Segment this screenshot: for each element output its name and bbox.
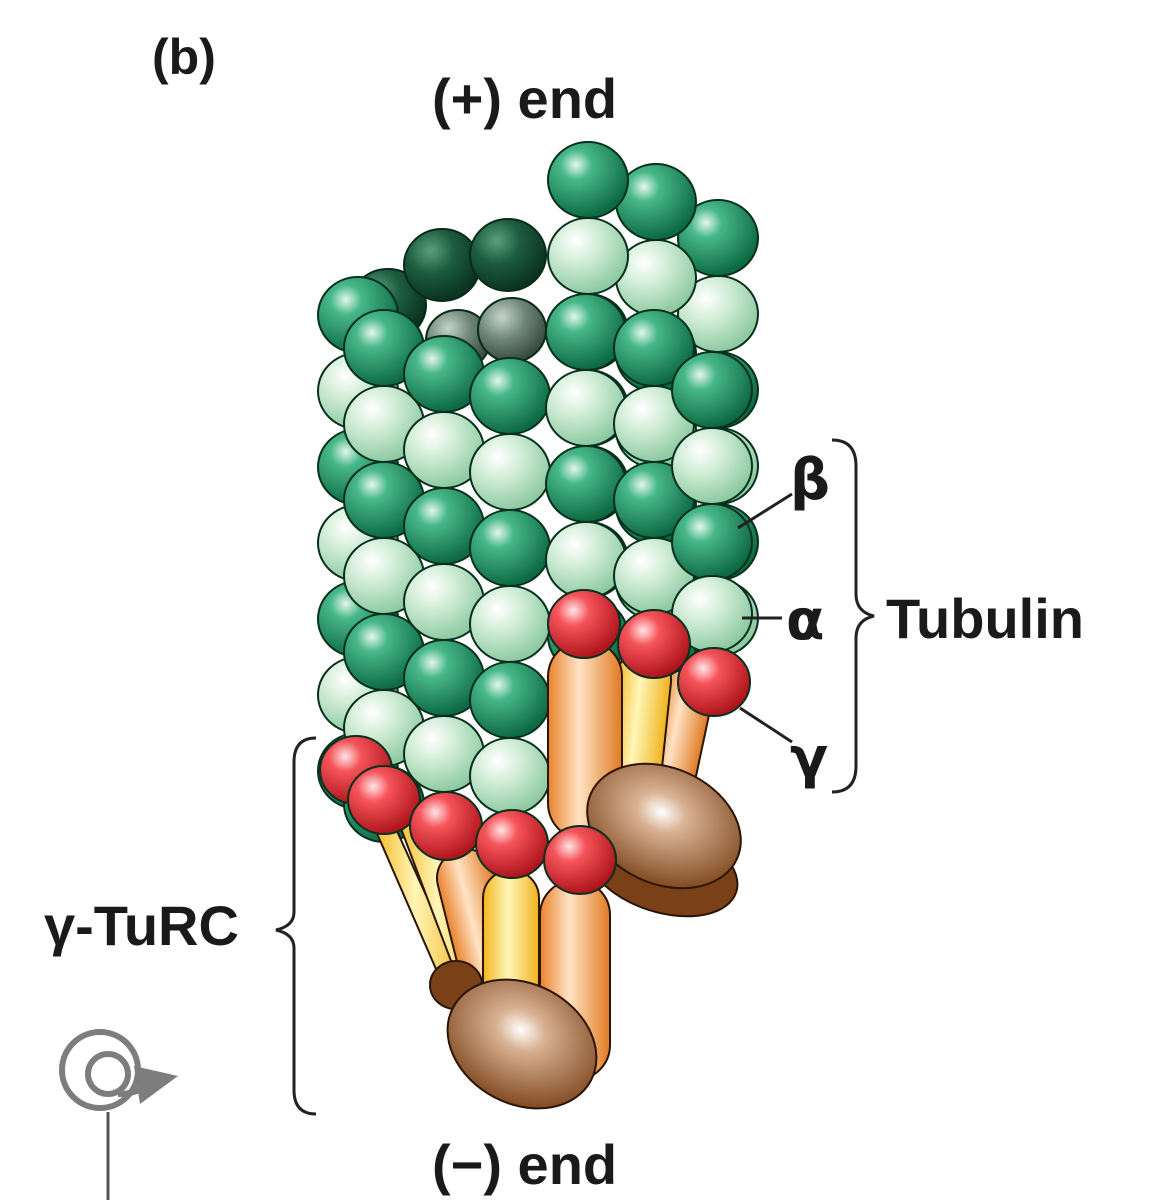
beta-tubulin-subunit bbox=[469, 357, 551, 435]
beta-tubulin-subunit bbox=[671, 503, 753, 581]
tubulin-brace bbox=[831, 438, 875, 794]
alpha-tubulin-subunit bbox=[671, 427, 753, 505]
gamma-tubulin-subunits bbox=[319, 589, 751, 895]
beta-tubulin-subunit bbox=[547, 141, 629, 219]
gamma-turc-upper bbox=[547, 639, 742, 918]
gamma-tubulin-subunit bbox=[475, 809, 549, 879]
minus-end-label: (−) end bbox=[432, 1133, 618, 1196]
alpha-label: α bbox=[786, 588, 825, 653]
alpha-tubulin-subunit bbox=[469, 585, 551, 663]
panel-label: (b) bbox=[152, 29, 216, 85]
leader-lines bbox=[737, 492, 793, 744]
alpha-tubulin-subunit bbox=[469, 433, 551, 511]
beta-tubulin-subunit bbox=[671, 351, 753, 429]
beta-tubulin-subunit bbox=[545, 293, 627, 371]
gamma-turc-brace bbox=[275, 736, 317, 1116]
gamma-tubulin-subunit bbox=[409, 791, 483, 861]
gamma-tubulin-subunit bbox=[543, 825, 617, 895]
gamma-tubulin-subunit bbox=[677, 647, 751, 717]
gamma-label: γ bbox=[790, 726, 829, 791]
tubulin-subunits bbox=[317, 141, 759, 843]
beta-tubulin-subunit bbox=[469, 509, 551, 587]
gamma-turc-label: γ-TuRC bbox=[44, 894, 239, 957]
gamma-turc-lower bbox=[370, 803, 611, 1110]
alpha-tubulin-subunit bbox=[545, 369, 627, 447]
beta-label: β bbox=[790, 448, 831, 513]
beta-tubulin-subunit bbox=[545, 445, 627, 523]
gamma-tubulin-subunit bbox=[547, 589, 621, 659]
plus-end-label: (+) end bbox=[432, 67, 618, 130]
gamma-leader bbox=[739, 706, 793, 744]
gamma-tubulin-subunit bbox=[617, 609, 691, 679]
beta-tubulin-subunit bbox=[469, 661, 551, 739]
alpha-tubulin-subunit bbox=[469, 737, 551, 815]
alpha-tubulin-subunit bbox=[545, 521, 627, 599]
tubulin-label: Tubulin bbox=[886, 587, 1084, 650]
rotate-icon[interactable] bbox=[59, 1029, 178, 1200]
alpha-tubulin-subunit bbox=[547, 217, 629, 295]
beta-leader bbox=[737, 492, 793, 530]
gamma-tubulin-subunit bbox=[347, 765, 421, 835]
